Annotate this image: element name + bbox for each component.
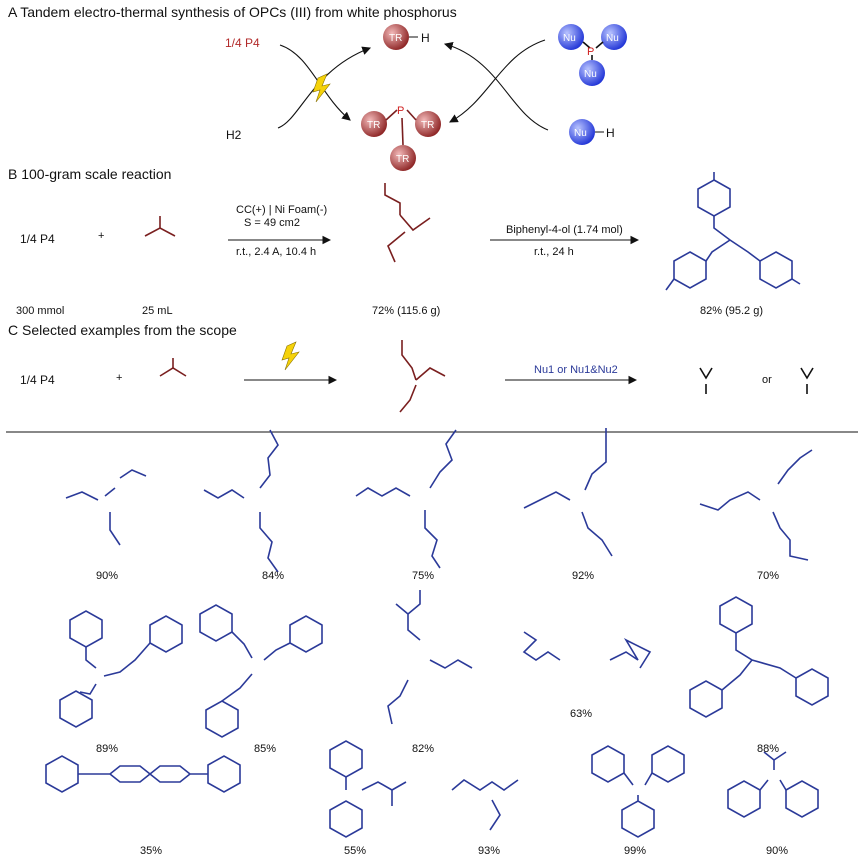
a-p4-label: 1/4 P4: [225, 36, 260, 50]
b-cond1-l1: CC(+) | Ni Foam(-): [236, 204, 328, 216]
b-amount1: 300 mmol: [16, 305, 65, 317]
svg-text:Nu: Nu: [606, 33, 619, 44]
b-amount2: 25 mL: [142, 305, 173, 317]
yield-r1c2: 84%: [262, 570, 285, 582]
phosphite-c: [399, 340, 446, 413]
lightning-icon: [312, 73, 331, 103]
yield-r2c4: 63%: [570, 708, 593, 720]
a-h2-label: H2: [226, 128, 242, 142]
nu-h-molecule: Nu: [569, 119, 604, 145]
svg-text:TR: TR: [367, 120, 380, 131]
b-cond2-l1: Biphenyl-4-ol (1.74 mol): [506, 224, 623, 236]
yield-r2c5: 88%: [757, 743, 780, 755]
hfip-c: [159, 358, 187, 377]
pnu-products-c: [699, 367, 814, 394]
yield-r3c5: 90%: [766, 845, 789, 857]
svg-text:TR: TR: [389, 33, 402, 44]
p-tr3-molecule: TR TR TR P: [361, 105, 441, 171]
yield-r1c5: 70%: [757, 570, 780, 582]
a-h2-nu-label: H: [606, 126, 615, 140]
tr-h-molecule: TR: [383, 24, 418, 50]
yield-r1c4: 92%: [572, 570, 595, 582]
b-cond1-l2: S = 49 cm2: [244, 217, 300, 229]
yield-r3c3: 93%: [478, 845, 501, 857]
yield-r3c2: 55%: [344, 845, 367, 857]
section-a-title: A Tandem electro-thermal synthesis of OP…: [8, 4, 457, 20]
section-b-title: B 100-gram scale reaction: [8, 166, 172, 182]
yield-r2c1: 89%: [96, 743, 119, 755]
catalytic-cycle-arrows: [277, 39, 549, 131]
p-nu3-molecule: Nu Nu Nu P: [558, 24, 627, 86]
yield-r3c1: 35%: [140, 845, 163, 857]
svg-text:P: P: [587, 46, 594, 58]
lightning-icon-c: [281, 341, 300, 371]
yield-r1c1: 90%: [96, 570, 119, 582]
svg-text:Nu: Nu: [574, 128, 587, 139]
section-c-title: C Selected examples from the scope: [8, 322, 237, 338]
c-p4-label: 1/4 P4: [20, 373, 55, 387]
b-plus: +: [98, 230, 105, 242]
svg-text:TR: TR: [396, 154, 409, 165]
c-plus: +: [116, 372, 123, 384]
scope-structures: [45, 428, 829, 838]
b-yield1: 72% (115.6 g): [372, 305, 441, 317]
hfip-b: [144, 216, 176, 237]
b-cond2-l2: r.t., 24 h: [534, 246, 574, 258]
yield-r3c4: 99%: [624, 845, 647, 857]
b-cond1-l3: r.t., 2.4 A, 10.4 h: [236, 246, 317, 258]
svg-text:TR: TR: [421, 120, 434, 131]
yield-r2c3: 82%: [412, 743, 435, 755]
phosphite-b: [384, 183, 431, 263]
svg-text:Nu: Nu: [563, 33, 576, 44]
svg-text:Nu: Nu: [584, 69, 597, 80]
aryl-phosphite-b: [665, 172, 801, 291]
yield-r1c3: 75%: [412, 570, 435, 582]
svg-text:P: P: [397, 105, 404, 117]
b-p4-label: 1/4 P4: [20, 232, 55, 246]
c-reagent: Nu1 or Nu1&Nu2: [534, 364, 618, 376]
a-h-label: H: [421, 31, 430, 45]
c-or: or: [762, 374, 772, 386]
b-yield2: 82% (95.2 g): [700, 305, 763, 317]
yield-r2c2: 85%: [254, 743, 277, 755]
